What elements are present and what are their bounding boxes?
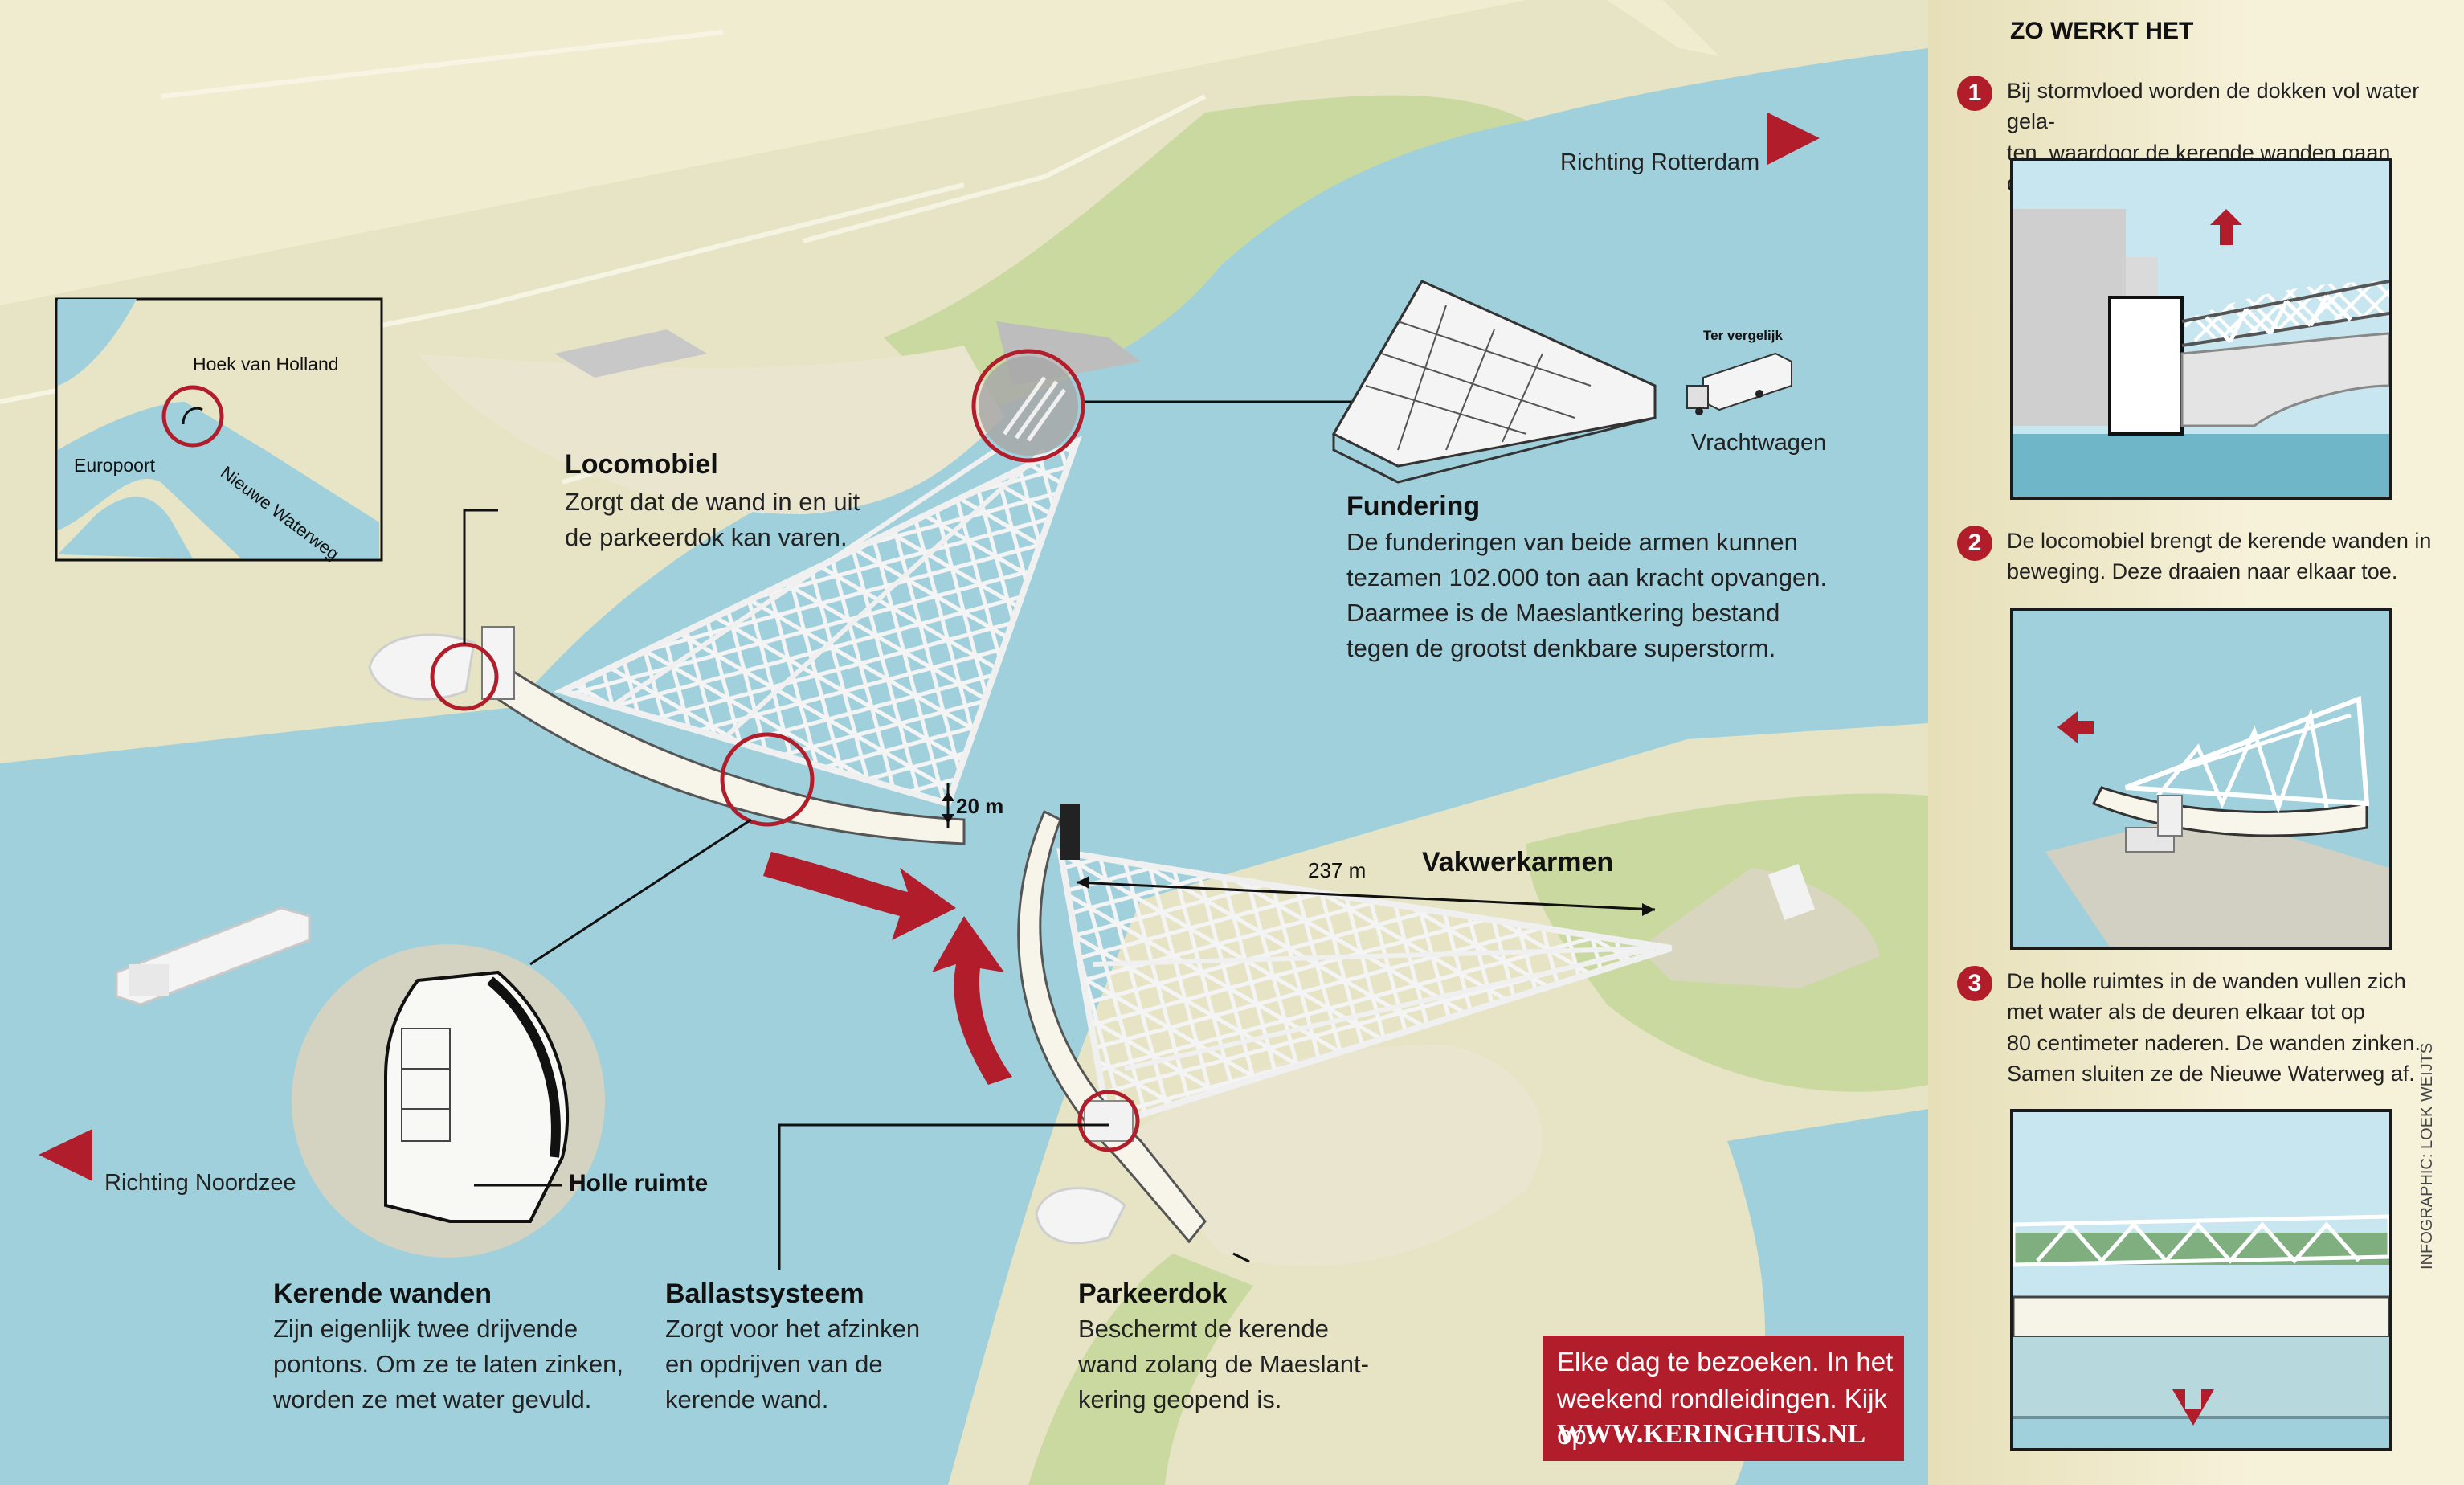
wall-cross-section xyxy=(292,944,605,1258)
ship-icon xyxy=(115,906,311,1006)
fundering-desc: De funderingen van beide armen kunnen te… xyxy=(1346,528,1828,663)
kerende-desc: Zijn eigenlijk twee drijvende pontons. O… xyxy=(273,1315,623,1414)
step-2-badge: 2 xyxy=(1957,526,1992,561)
fundering-title: Fundering xyxy=(1346,491,1481,522)
scene-illustration xyxy=(0,0,1928,1485)
compare-label: Ter vergelijk xyxy=(1703,328,1783,343)
visit-url-link[interactable]: WWW.KERINGHUIS.NL xyxy=(1557,1419,1866,1449)
step-3-illustration xyxy=(2010,1109,2392,1451)
label-richting-noordzee: Richting Noordzee xyxy=(104,1170,296,1196)
step-2-text: De locomobiel brengt de kerende wanden i… xyxy=(2007,529,2432,584)
south-dock-land xyxy=(1125,1045,1543,1266)
ballast-desc: Zorgt voor het afzinken en opdrijven van… xyxy=(665,1315,921,1414)
arm-length-label: 237 m xyxy=(1308,858,1367,882)
step-2-illustration xyxy=(2010,608,2392,950)
truck-icon xyxy=(1686,352,1792,415)
flow-arrow-north xyxy=(932,916,1012,1085)
truck-label: Vrachtwagen xyxy=(1691,430,1827,456)
inset-label-hoek: Hoek van Holland xyxy=(193,354,339,374)
step-1-illustration xyxy=(2010,158,2392,500)
inset-map xyxy=(55,297,383,562)
north-dock-land xyxy=(418,346,1004,514)
visit-banner: Elke dag te bezoeken. In het weekend ron… xyxy=(1543,1336,1904,1461)
arrow-rotterdam-icon xyxy=(1767,112,1820,165)
step-1-badge: 1 xyxy=(1957,76,1992,111)
ballast-title: Ballastsysteem xyxy=(665,1278,864,1309)
visit-text: Elke dag te bezoeken. In het weekend ron… xyxy=(1557,1347,1894,1450)
callout-circle-ballast xyxy=(1077,1090,1140,1152)
step-3-badge: 3 xyxy=(1957,966,1992,1001)
how-it-works-panel: ZO WERKT HET 1 Bij stormvloed worden de … xyxy=(1928,0,2464,1485)
arrow-noordzee-icon xyxy=(39,1129,92,1181)
step-3-text: De holle ruimtes in de wanden vullen zic… xyxy=(2007,969,2421,1086)
credit-text: INFOGRAPHIC: LOEK WEIJTS xyxy=(2418,1042,2436,1270)
south-truss-arm xyxy=(1056,848,1673,1130)
parkeerdok-desc: Beschermt de kerende wand zolang de Maes… xyxy=(1078,1315,1369,1414)
panel-heading: ZO WERKT HET xyxy=(2010,18,2194,44)
south-pier xyxy=(1639,868,1880,988)
foundation-block xyxy=(1331,280,1657,484)
inset-label-europoort: Europoort xyxy=(74,455,156,476)
locomobiel-title: Locomobiel xyxy=(565,449,718,480)
vakwerkarmen-title: Vakwerkarmen xyxy=(1422,847,1614,878)
south-gate-wall xyxy=(1017,809,1207,1244)
callout-circle-kerende xyxy=(720,732,815,827)
north-gate-wall xyxy=(496,665,966,845)
locomobiel-desc: Zorgt dat de wand in en uit de parkeerdo… xyxy=(565,488,860,552)
callout-circle-fundering xyxy=(971,349,1085,463)
wall-height-label: 20 m xyxy=(956,794,1004,818)
holle-ruimte-label: Holle ruimte xyxy=(569,1170,709,1197)
parkeerdok-title: Parkeerdok xyxy=(1078,1278,1228,1309)
label-richting-rotterdam: Richting Rotterdam xyxy=(1560,149,1760,175)
flow-arrow-east xyxy=(763,852,956,940)
kerende-title: Kerende wanden xyxy=(273,1278,492,1309)
